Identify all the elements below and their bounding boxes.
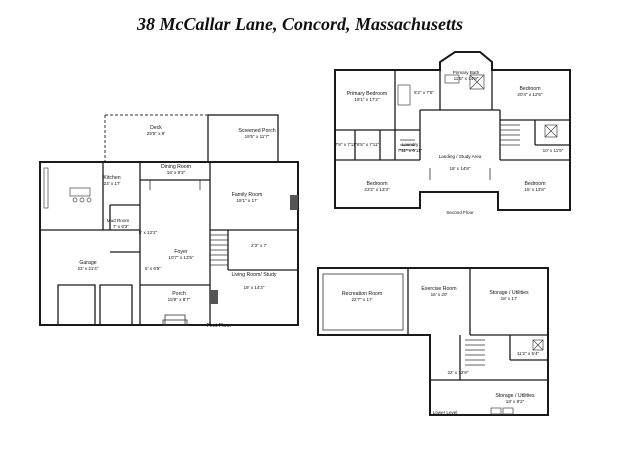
room-dims: 7' x 6'3" (113, 224, 129, 229)
laundry-fixture (400, 139, 415, 151)
room-dims: 7'8" x 7'11" (335, 142, 358, 147)
room-dims: 18' x 17' (501, 296, 518, 301)
vanity-fixture (444, 74, 460, 84)
room-dims: 19'1" x 17' (236, 198, 257, 203)
room-dims: 16' x 9'3" (167, 170, 186, 175)
room-dims: 19' x 14'3" (243, 285, 264, 290)
recreation-inner (322, 273, 404, 331)
lower-stairs (465, 339, 485, 366)
room-dims: 18' x 14'8" (449, 166, 470, 171)
stool-icon (86, 197, 92, 203)
room-dims: 20'4" x 12'6" (517, 92, 543, 97)
room-dims: 6'2" x 7'5" (414, 90, 434, 95)
kitchen-counter (43, 167, 49, 209)
room-dims: 2'3" x 7' (251, 243, 267, 248)
second-floor-stairs (500, 124, 520, 146)
room-dims: 5' x 12'2" (139, 230, 158, 235)
first-floor-plan: Deck 25'5" x 9' Screened Porch 19'5" x 1… (39, 114, 299, 329)
kitchen-island (69, 187, 91, 197)
water-heater-icon (502, 407, 514, 415)
room-name: Bedroom (524, 181, 545, 187)
room-dims: 19'5" x 11'7" (245, 134, 270, 139)
first-floor-stairs (210, 234, 228, 266)
porch-steps-lower (162, 319, 188, 326)
room-dims: 6'5" x 7'11" (357, 142, 380, 147)
room-dims: 23'2" x 13'3" (364, 187, 390, 192)
room-dims: 11'5" x 14'9" (454, 76, 479, 81)
room-dims: 16' x 20' (431, 292, 448, 297)
room-name: Family Room (232, 192, 263, 198)
room-name: Landing / Study Area (439, 154, 482, 159)
first-floor-outline (39, 161, 299, 326)
shower-fixture (544, 124, 558, 138)
room-name: Dining Room (161, 164, 191, 170)
second-floor-plan: Primary Bath 11'5" x 14'9" Primary Bedro… (334, 51, 571, 215)
room-name: Recreation Room (342, 291, 382, 297)
room-dims: 23' x 21'4" (77, 266, 98, 271)
garage-doors (57, 284, 133, 325)
floor-caption: Lower Level (433, 410, 458, 415)
fireplace-icon (290, 195, 298, 210)
utility-fixture-x (532, 339, 544, 351)
room-dims: 10'7" x 13'5" (168, 255, 194, 260)
landing-rail (429, 168, 491, 180)
room-dims: 22' x 12'9" (447, 370, 468, 375)
room-dims: 18'1" x 17'2" (354, 97, 380, 102)
lower-level-outline (317, 267, 549, 416)
floor-caption: Second Floor (446, 210, 474, 215)
room-name: Deck (150, 125, 162, 131)
room-name: Kitchen (103, 175, 120, 181)
room-name: Living Room/ Study (232, 272, 277, 278)
shower-fixture-x (544, 124, 558, 138)
room-dims: 11'2" x 5'4" (517, 351, 540, 356)
lower-level-plan: Recreation Room 22'7" x 17' Exercise Roo… (317, 267, 549, 416)
room-name: Exercise Room (421, 286, 456, 292)
shower-fixture (469, 74, 485, 90)
room-name: Primary Bedroom (347, 91, 387, 97)
room-name: Storage / Utilities (489, 290, 529, 296)
property-title: 38 McCallar Lane, Concord, Massachusetts (136, 14, 463, 34)
water-heater-icon (490, 407, 502, 415)
room-dims: 22'7" x 17' (351, 297, 372, 302)
room-dims: 5' x 6'5" (145, 266, 161, 271)
room-dims: 15' x 13'8" (524, 187, 545, 192)
room-name: Garage (79, 260, 96, 266)
room-dims: 18' x 8'2" (506, 399, 525, 404)
room-dims: 10' x 11'9" (543, 148, 564, 153)
fireplace-icon (210, 290, 218, 304)
room-name: Porch (172, 291, 186, 297)
room-name: Primary Bath (453, 70, 480, 75)
stool-icon (79, 197, 85, 203)
second-floor-outline (334, 51, 571, 211)
room-name: Screened Porch (238, 128, 275, 134)
room-name: Mud Room (107, 218, 130, 223)
room-dims: 25'5" x 9' (147, 131, 166, 136)
shower-fixture-x (469, 74, 485, 90)
utility-fixture (532, 339, 544, 351)
floor-caption: First Floor (207, 323, 232, 329)
room-dims: 23' x 17' (104, 181, 121, 186)
room-name: Bedroom (366, 181, 387, 187)
deck-outline (104, 114, 209, 162)
closet-fixture (397, 84, 411, 106)
room-dims: 7'11" x 6'11" (398, 148, 423, 153)
stool-icon (72, 197, 78, 203)
room-name: Laundry (402, 142, 419, 147)
room-name: Storage / Utilities (495, 393, 535, 399)
lower-level-interior-walls (407, 268, 548, 381)
room-name: Foyer (174, 249, 188, 255)
room-name: Bedroom (519, 86, 540, 92)
room-dims: 15'9" x 8'7" (168, 297, 191, 302)
dining-trim (149, 180, 201, 190)
